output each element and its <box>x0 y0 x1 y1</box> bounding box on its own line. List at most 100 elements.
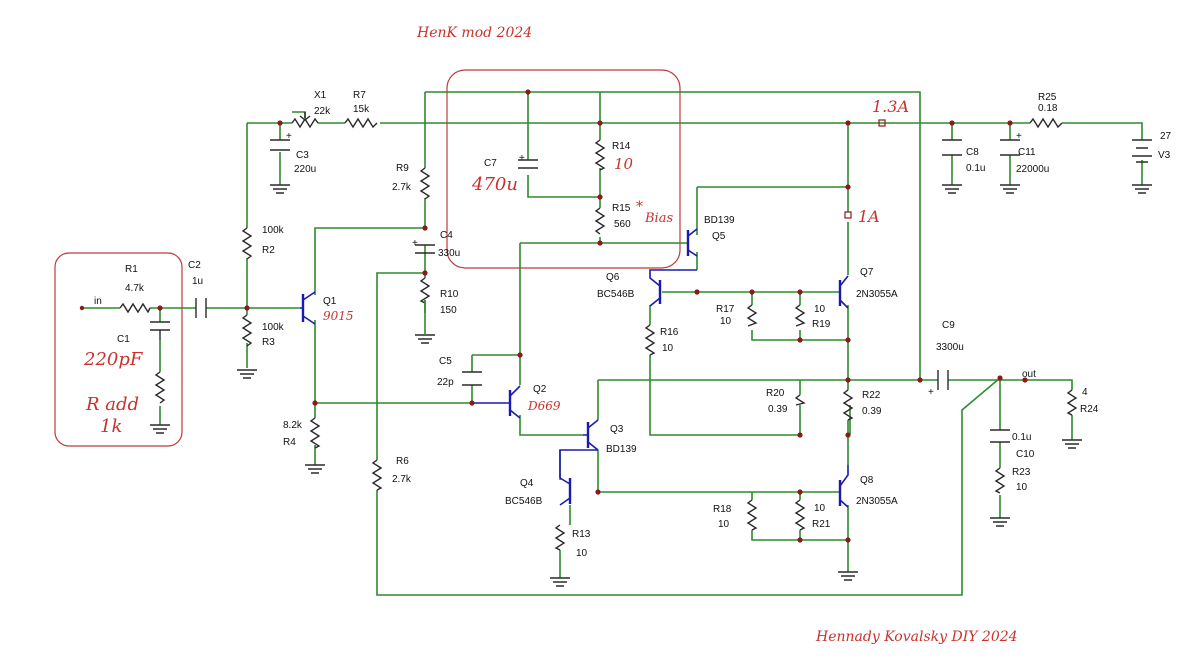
q7-transistor <box>838 275 849 309</box>
svg-text:D669: D669 <box>527 399 561 413</box>
svg-text:10: 10 <box>662 343 674 354</box>
svg-text:C3: C3 <box>296 150 309 161</box>
author-credit: Hennady Kovalsky DIY 2024 <box>815 629 1018 645</box>
svg-text:BC546B: BC546B <box>597 289 635 300</box>
svg-text:C7: C7 <box>484 158 497 169</box>
r16-symbol <box>644 324 656 356</box>
svg-text:0.18: 0.18 <box>1038 103 1058 114</box>
svg-text:22p: 22p <box>437 377 454 388</box>
transistors <box>300 228 849 508</box>
svg-text:C5: C5 <box>439 356 452 367</box>
svg-text:R21: R21 <box>812 519 831 530</box>
svg-text:R4: R4 <box>283 437 296 448</box>
svg-text:R7: R7 <box>353 90 366 101</box>
svg-text:100k: 100k <box>262 322 285 333</box>
svg-text:9015: 9015 <box>323 309 354 323</box>
c4-symbol <box>415 244 435 254</box>
svg-text:15k: 15k <box>353 104 370 115</box>
svg-text:1.3A: 1.3A <box>872 97 909 116</box>
c1-symbol <box>150 321 170 340</box>
junctions <box>79 89 1028 543</box>
svg-text:R add: R add <box>85 394 139 415</box>
r7-symbol <box>344 117 378 129</box>
svg-text:R17: R17 <box>716 304 735 315</box>
r14-symbol <box>594 139 606 171</box>
svg-text:R15: R15 <box>612 203 631 214</box>
r-add-symbol <box>154 371 166 404</box>
labels: in out R1 4.7k C1 C2 1u 100k R2 100k R3 … <box>94 90 1172 559</box>
svg-text:R18: R18 <box>713 504 732 515</box>
svg-text:2N3055A: 2N3055A <box>856 289 898 300</box>
svg-text:Q8: Q8 <box>860 475 874 486</box>
r6-symbol <box>371 459 383 491</box>
svg-text:R22: R22 <box>862 390 881 401</box>
svg-text:C10: C10 <box>1016 449 1035 460</box>
svg-text:3300u: 3300u <box>936 342 964 353</box>
svg-text:Q1: Q1 <box>323 296 337 307</box>
svg-text:22000u: 22000u <box>1016 164 1049 175</box>
svg-text:0.1u: 0.1u <box>1012 432 1031 443</box>
svg-text:+: + <box>928 387 934 398</box>
svg-text:BC546B: BC546B <box>505 496 543 507</box>
r25-symbol <box>1029 117 1063 129</box>
svg-text:330u: 330u <box>438 248 460 259</box>
r9-symbol <box>419 167 431 200</box>
r23-symbol <box>994 467 1006 494</box>
svg-text:Q6: Q6 <box>606 272 620 283</box>
svg-text:27: 27 <box>1160 131 1172 142</box>
r21-symbol <box>794 499 806 531</box>
svg-text:C9: C9 <box>942 320 955 331</box>
r2-symbol <box>241 227 253 260</box>
svg-text:0.39: 0.39 <box>862 406 882 417</box>
svg-text:Q2: Q2 <box>533 384 547 395</box>
c2-symbol <box>195 298 207 318</box>
svg-text:+: + <box>519 153 525 164</box>
svg-text:R2: R2 <box>262 245 275 256</box>
r22-symbol <box>842 389 854 421</box>
svg-text:R20: R20 <box>766 388 785 399</box>
svg-text:R3: R3 <box>262 337 275 348</box>
svg-text:+: + <box>286 131 292 142</box>
q2-transistor <box>472 385 521 419</box>
q6-transistor <box>649 269 697 307</box>
svg-text:470u: 470u <box>471 174 518 195</box>
svg-text:out: out <box>1022 369 1036 380</box>
c8-symbol <box>942 139 962 156</box>
c5-symbol <box>462 371 482 386</box>
svg-text:BD139: BD139 <box>704 215 735 226</box>
svg-text:10: 10 <box>614 155 634 173</box>
wires <box>82 91 1143 596</box>
svg-text:10: 10 <box>1016 482 1028 493</box>
svg-text:Q5: Q5 <box>712 231 726 242</box>
svg-text:R19: R19 <box>812 319 831 330</box>
svg-text:220u: 220u <box>294 164 316 175</box>
svg-text:C1: C1 <box>117 334 130 345</box>
svg-text:2N3055A: 2N3055A <box>856 496 898 507</box>
svg-text:+: + <box>412 238 418 249</box>
svg-text:1u: 1u <box>192 276 203 287</box>
r15-symbol <box>594 207 606 235</box>
svg-text:10: 10 <box>814 503 826 514</box>
svg-text:*: * <box>636 199 643 215</box>
svg-text:560: 560 <box>614 219 631 230</box>
input-mod-box <box>54 252 183 447</box>
polarity-marks: + + + + + <box>286 131 1022 398</box>
r1-symbol <box>119 302 151 314</box>
svg-text:R10: R10 <box>440 289 459 300</box>
c11-symbol <box>1000 139 1020 156</box>
svg-text:4.7k: 4.7k <box>125 283 145 294</box>
r19-symbol <box>794 304 806 327</box>
svg-text:C8: C8 <box>966 147 979 158</box>
svg-text:1k: 1k <box>100 416 122 437</box>
parts <box>119 112 1152 587</box>
r20-symbol <box>794 394 806 406</box>
svg-text:C11: C11 <box>1018 147 1036 158</box>
svg-text:8.2k: 8.2k <box>283 420 303 431</box>
svg-text:C4: C4 <box>440 230 453 241</box>
svg-text:0.1u: 0.1u <box>966 163 985 174</box>
svg-text:+: + <box>1016 131 1022 142</box>
svg-text:2.7k: 2.7k <box>392 182 412 193</box>
c9-symbol <box>937 370 949 390</box>
svg-text:10: 10 <box>814 304 826 315</box>
